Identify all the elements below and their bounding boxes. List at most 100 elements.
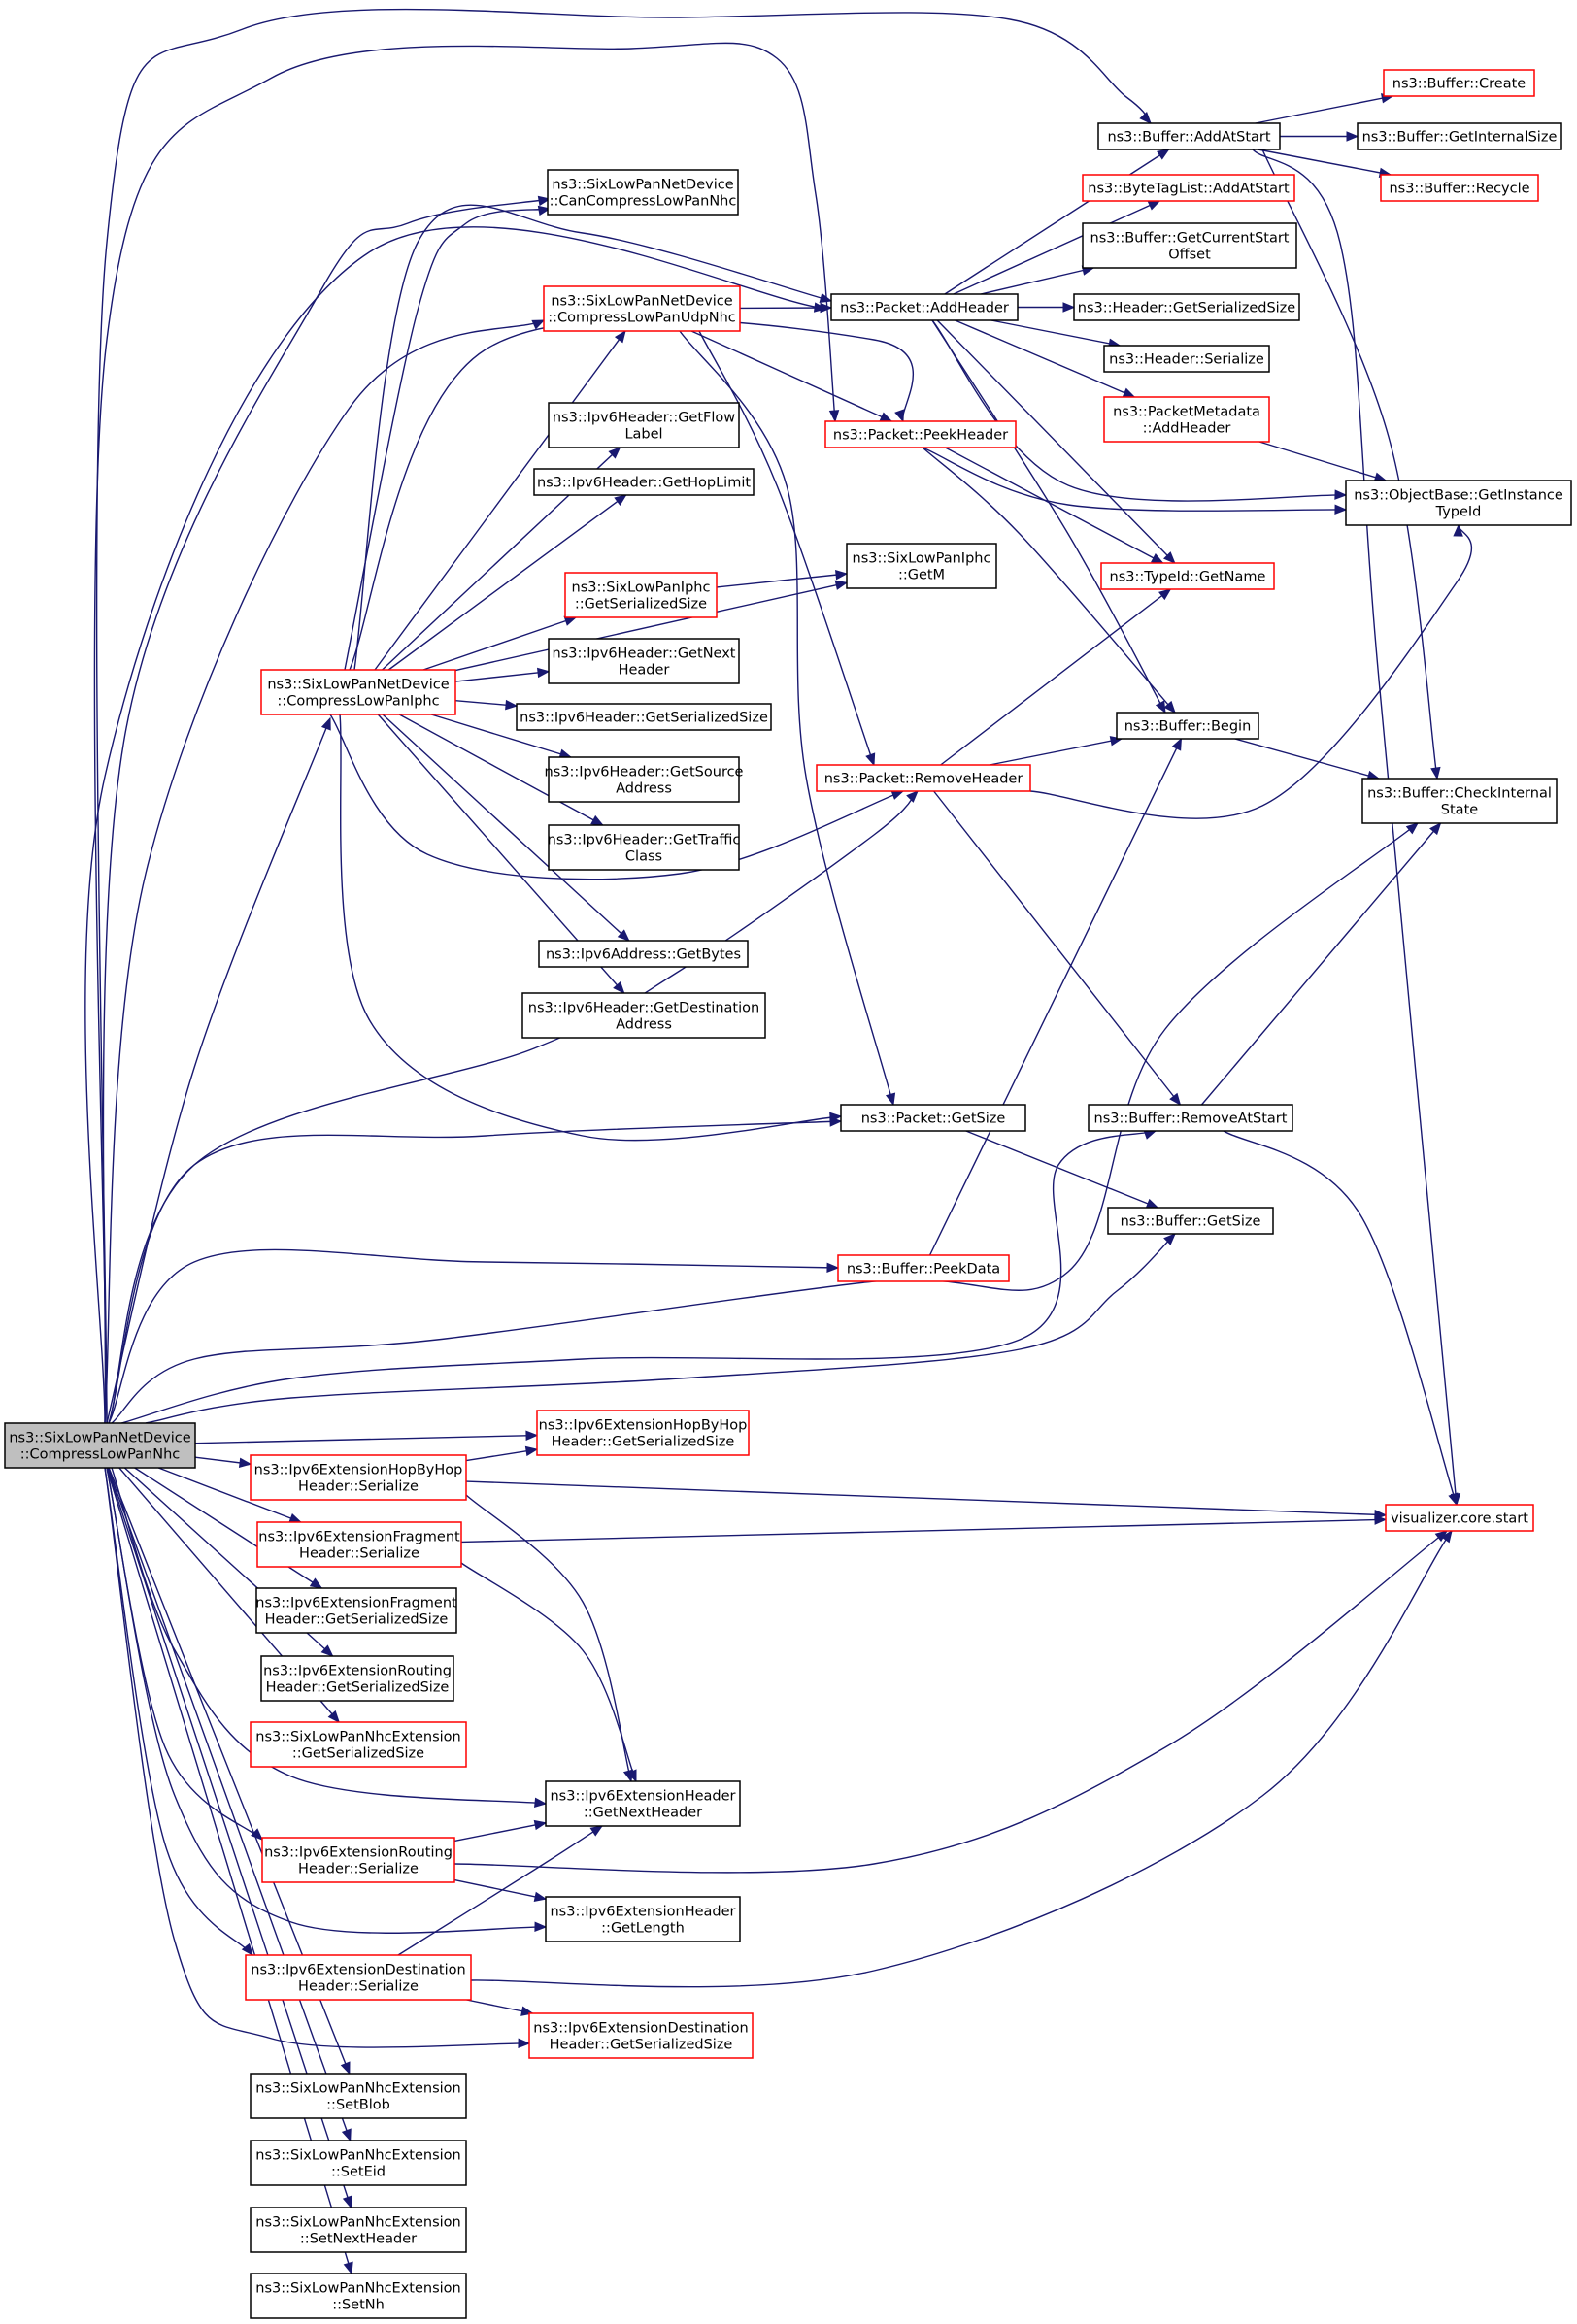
node-box: [250, 1454, 467, 1501]
graph-node-n37[interactable]: ns3::Ipv6ExtensionFragmentHeader::Serial…: [256, 1521, 462, 1568]
graph-node-n45[interactable]: ns3::Ipv6ExtensionDestinationHeader::Get…: [528, 2012, 754, 2059]
edge-n14-n23: [922, 447, 1176, 714]
edge-n21-n28: [382, 714, 630, 942]
graph-node-n31[interactable]: ns3::Buffer::RemoveAtStart: [1088, 1104, 1293, 1132]
node-label-line: ns3::Ipv6ExtensionHeader: [550, 1789, 735, 1805]
graph-node-n21[interactable]: ns3::SixLowPanNetDevice::CompressLowPanI…: [260, 669, 456, 715]
node-box: [261, 1837, 455, 1883]
graph-node-n8[interactable]: ns3::SixLowPanNetDevice::CompressLowPanU…: [543, 285, 741, 332]
graph-node-n4[interactable]: ns3::Buffer::Recycle: [1380, 174, 1539, 202]
graph-node-n43[interactable]: ns3::Ipv6ExtensionHeader::GetLength: [545, 1896, 741, 1942]
edge-n44-n41: [397, 1825, 604, 1956]
edge-arrowhead: [537, 195, 552, 207]
graph-node-n22[interactable]: ns3::Ipv6Header::GetSerializedSize: [516, 703, 772, 731]
edge-arrowhead: [342, 2195, 352, 2209]
node-label-line: ns3::Ipv6ExtensionDestination: [533, 2021, 748, 2037]
edge-arrowhead: [518, 2038, 531, 2049]
graph-node-n5[interactable]: ns3::ByteTagList::AddAtStart: [1082, 174, 1295, 202]
graph-node-n23[interactable]: ns3::Buffer::Begin: [1116, 712, 1259, 740]
edge-line: [990, 319, 1121, 347]
graph-node-n20[interactable]: ns3::Ipv6Header::GetNextHeader: [548, 638, 740, 684]
graph-node-n1[interactable]: ns3::Buffer::AddAtStart: [1097, 122, 1281, 150]
edge-line: [453, 1878, 547, 1900]
graph-node-n47[interactable]: ns3::SixLowPanNhcExtension::SetEid: [250, 2140, 467, 2186]
graph-node-n40[interactable]: ns3::SixLowPanNhcExtension::GetSerialize…: [250, 1721, 467, 1768]
edge-n30-n32: [965, 1130, 1159, 1209]
graph-node-n0[interactable]: ns3::SixLowPanNetDevice::CompressLowPanN…: [4, 1422, 196, 1469]
edge-n8-n24: [698, 330, 876, 767]
graph-node-n24[interactable]: ns3::Packet::RemoveHeader: [816, 764, 1031, 792]
graph-node-n30[interactable]: ns3::Packet::GetSize: [840, 1104, 1026, 1132]
edge-line: [453, 1822, 547, 1843]
edge-line: [922, 447, 1176, 714]
edge-arrowhead: [1346, 131, 1359, 142]
edge-line: [1029, 524, 1473, 819]
edge-line: [453, 1530, 1448, 1874]
node-label-line: ns3::SixLowPanIphc: [572, 581, 711, 596]
node-box: [824, 420, 1017, 448]
node-label-line: ::SetBlob: [326, 2098, 390, 2113]
edge-line: [1258, 149, 1392, 176]
graph-node-n2[interactable]: ns3::Buffer::Create: [1383, 69, 1535, 97]
graph-node-n3[interactable]: ns3::Buffer::GetInternalSize: [1357, 122, 1562, 150]
graph-node-n32[interactable]: ns3::Buffer::GetSize: [1107, 1207, 1274, 1235]
graph-node-n6[interactable]: ns3::SixLowPanNetDevice::CanCompressLowP…: [547, 169, 739, 216]
node-label-line: ::CanCompressLowPanNhc: [550, 194, 737, 210]
graph-node-n49[interactable]: ns3::SixLowPanNhcExtension::SetNh: [250, 2273, 467, 2319]
graph-node-n18[interactable]: ns3::SixLowPanIphc::GetSerializedSize: [564, 572, 718, 618]
graph-node-n9[interactable]: ns3::Packet::AddHeader: [830, 293, 1019, 321]
edge-n1-n4: [1258, 149, 1392, 179]
node-label-line: ns3::SixLowPanNetDevice: [552, 178, 733, 193]
graph-node-n28[interactable]: ns3::Ipv6Address::GetBytes: [538, 940, 749, 968]
graph-node-n41[interactable]: ns3::Ipv6ExtensionHeader::GetNextHeader: [545, 1780, 741, 1827]
edge-line: [104, 319, 545, 1424]
edge-arrowhead: [343, 2261, 353, 2275]
node-box: [1357, 122, 1562, 150]
node-label-line: Address: [616, 1017, 672, 1033]
node-box: [533, 468, 755, 496]
graph-node-n39[interactable]: ns3::Ipv6ExtensionRoutingHeader::GetSeri…: [260, 1655, 454, 1702]
graph-node-n44[interactable]: ns3::Ipv6ExtensionDestinationHeader::Ser…: [245, 1954, 472, 2001]
edge-arrowhead: [320, 716, 331, 731]
graph-node-n36[interactable]: visualizer.core.start: [1385, 1504, 1534, 1532]
graph-node-n42[interactable]: ns3::Ipv6ExtensionRoutingHeader::Seriali…: [261, 1837, 455, 1883]
edge-arrowhead: [1147, 200, 1161, 211]
edge-arrowhead: [536, 667, 551, 679]
edge-arrowhead: [617, 929, 630, 942]
edge-line: [106, 1467, 352, 2274]
graph-node-n19[interactable]: ns3::TypeId::GetName: [1100, 562, 1275, 590]
graph-node-n33[interactable]: ns3::Buffer::PeekData: [837, 1254, 1010, 1282]
graph-node-n38[interactable]: ns3::Ipv6ExtensionFragmentHeader::GetSer…: [255, 1587, 457, 1634]
edge-arrowhead: [309, 1577, 323, 1589]
graph-node-n46[interactable]: ns3::SixLowPanNhcExtension::SetBlob: [250, 2073, 467, 2119]
graph-node-n48[interactable]: ns3::SixLowPanNhcExtension::SetNextHeade…: [250, 2207, 467, 2253]
graph-node-n16[interactable]: ns3::Ipv6Header::GetHopLimit: [533, 468, 755, 496]
edge-n33-n23: [928, 737, 1183, 1256]
node-label-line: ns3::Ipv6Header::GetSource: [545, 765, 744, 780]
graph-node-n12[interactable]: ns3::PacketMetadata::AddHeader: [1103, 396, 1270, 443]
graph-node-n11[interactable]: ns3::Header::Serialize: [1103, 345, 1270, 373]
edge-line: [465, 1480, 1387, 1516]
edge-arrowhead: [1157, 149, 1170, 160]
node-label-line: ns3::Ipv6Header::GetNext: [553, 647, 736, 662]
graph-node-n34[interactable]: ns3::Ipv6ExtensionHopByHopHeader::GetSer…: [536, 1410, 750, 1456]
edge-arrowhead: [525, 1430, 539, 1442]
edge-line: [465, 1448, 538, 1462]
node-label-line: ns3::Buffer::AddAtStart: [1107, 130, 1270, 146]
graph-node-n10[interactable]: ns3::Header::GetSerializedSize: [1073, 293, 1300, 321]
edge-line: [157, 1467, 302, 1523]
edge-arrowhead: [288, 1512, 303, 1523]
edge-line: [980, 267, 1094, 295]
graph-node-n35[interactable]: ns3::Ipv6ExtensionHopByHopHeader::Serial…: [250, 1454, 467, 1501]
graph-node-n14[interactable]: ns3::Packet::PeekHeader: [824, 420, 1017, 448]
graph-node-n17[interactable]: ns3::SixLowPanIphc::GetM: [846, 543, 997, 589]
edge-line: [339, 714, 842, 1142]
edge-n44-n45: [466, 1999, 534, 2016]
